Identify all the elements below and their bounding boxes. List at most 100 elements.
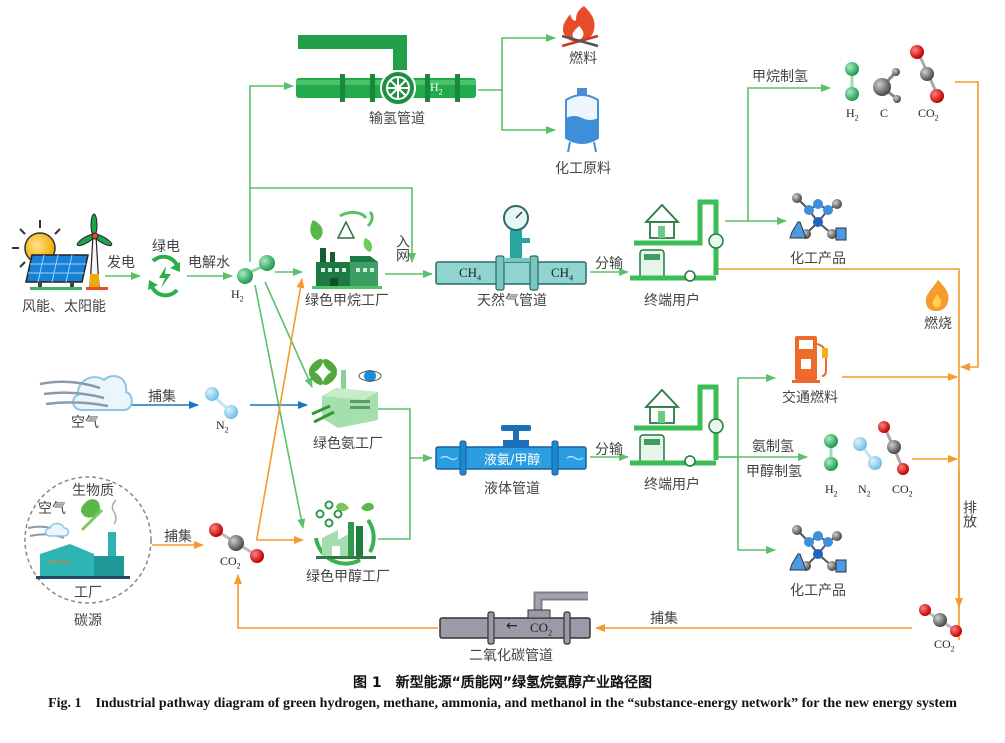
reform-h2-main: H bbox=[846, 106, 855, 120]
h2-sub: 2 bbox=[239, 294, 244, 304]
methanol-plant-label: 绿色甲醇工厂 bbox=[306, 569, 390, 585]
flow-user2-chem bbox=[737, 457, 776, 554]
crack-co2-label: CO2 bbox=[892, 482, 913, 498]
methanol-reforming-label: 甲醇制氢 bbox=[746, 464, 802, 480]
gas-pipeline-label: 天然气管道 bbox=[477, 293, 547, 309]
flow-h2-to-ammonia bbox=[264, 281, 313, 388]
fuel-fire-icon bbox=[561, 6, 599, 48]
co2-pipe-sub: 2 bbox=[548, 628, 553, 638]
methane-plant-label: 绿色甲烷工厂 bbox=[305, 293, 389, 309]
renewable-icon bbox=[12, 213, 113, 290]
chemical-tank-icon bbox=[565, 88, 599, 153]
reform-h2-label: H2 bbox=[846, 106, 859, 122]
chemical-feedstock-label: 化工原料 bbox=[555, 161, 611, 177]
crack-h2-label: H2 bbox=[825, 482, 838, 498]
cracking-products-icons bbox=[824, 421, 909, 475]
fuel-label: 燃料 bbox=[569, 51, 597, 67]
n2-sub: 2 bbox=[224, 425, 229, 435]
flow-co2-to-methanol bbox=[256, 536, 304, 544]
ch4-right-sub: 4 bbox=[569, 273, 574, 283]
h2-pipe-main: H bbox=[430, 80, 439, 94]
co2-pipeline-icon bbox=[439, 591, 591, 645]
reform-co2-label: CO2 bbox=[918, 106, 939, 122]
gas-pipe-right-text: CH4 bbox=[551, 265, 573, 283]
reforming-products-icons bbox=[845, 45, 944, 103]
crack-co2-sub: 2 bbox=[908, 489, 913, 499]
transport-fuel-label: 交通燃料 bbox=[782, 390, 838, 406]
liquid-distribute-label: 分输 bbox=[595, 442, 623, 458]
chemical-products-icon-2 bbox=[789, 525, 847, 573]
co2-pipe-text: CO2 bbox=[530, 620, 552, 638]
hydrogen-pipeline-label: 输氢管道 bbox=[369, 111, 425, 127]
capture-co2-label: 捕集 bbox=[164, 529, 192, 545]
crack-n2-main: N bbox=[858, 482, 867, 496]
h2-main: H bbox=[231, 287, 240, 301]
hydrogen-pipeline-icon bbox=[296, 35, 476, 106]
combustion-flame-icon bbox=[925, 280, 949, 311]
air-label: 空气 bbox=[71, 415, 99, 431]
flow-h2-to-pipeline bbox=[249, 82, 294, 262]
capture-back-label: 捕集 bbox=[650, 611, 678, 627]
emission-co2-label: CO2 bbox=[934, 637, 955, 653]
co2-molecule-icon bbox=[209, 523, 264, 563]
liquid-pipeline-icon bbox=[435, 425, 587, 476]
flow-ammonia-out bbox=[378, 408, 433, 462]
green-power-icon bbox=[148, 254, 180, 298]
emission-co2-main: CO bbox=[934, 637, 951, 651]
carbon-source-icon bbox=[24, 476, 152, 604]
methanol-plant-icon bbox=[314, 500, 376, 566]
flow-methanol-out bbox=[378, 458, 411, 540]
reform-h2-sub: 2 bbox=[854, 113, 859, 123]
natural-gas-pipeline-icon bbox=[435, 205, 587, 291]
emission-label: 排放 bbox=[961, 500, 977, 528]
crack-h2-sub: 2 bbox=[833, 489, 838, 499]
flow-h2pipe-split bbox=[478, 34, 556, 91]
n2-molecule-icon bbox=[205, 387, 238, 419]
electrolysis-label: 电解水 bbox=[188, 255, 230, 271]
transport-fuel-icon bbox=[792, 336, 828, 383]
crack-co2-main: CO bbox=[892, 482, 909, 496]
emission-co2-icon bbox=[919, 604, 962, 637]
ch4-left-main: CH bbox=[459, 265, 478, 280]
flow-h2pipe-chem bbox=[501, 90, 556, 134]
gas-distribute-label: 分输 bbox=[595, 256, 623, 272]
liquid-pipe-text: 液氨/甲醇 bbox=[484, 453, 541, 468]
ammonia-plant-label: 绿色氨工厂 bbox=[313, 436, 383, 452]
chemical-products-icon-1 bbox=[789, 193, 847, 241]
h2-source-label: H2 bbox=[231, 287, 244, 303]
methane-reforming-label: 甲烷制氢 bbox=[752, 69, 808, 85]
co2-main: CO bbox=[220, 554, 237, 568]
co2-sub: 2 bbox=[236, 561, 241, 571]
hydrogen-pipeline-text: H2 bbox=[430, 80, 443, 96]
flow-h2-to-grid bbox=[250, 187, 416, 263]
caption-english: Fig. 1 Industrial pathway diagram of gre… bbox=[48, 696, 957, 711]
carbon-source-title: 碳源 bbox=[74, 613, 102, 629]
renewable-label: 风能、太阳能 bbox=[22, 299, 106, 315]
air-cloud-icon bbox=[39, 375, 133, 411]
co2-source-label: CO2 bbox=[220, 554, 241, 570]
orange-flows bbox=[152, 81, 979, 640]
co2-pipe-arrow: ← bbox=[506, 618, 518, 634]
gas-pipe-left-text: CH4 bbox=[459, 265, 481, 283]
methane-plant-icon bbox=[310, 210, 382, 289]
co2-pipeline-label: 二氧化碳管道 bbox=[469, 648, 553, 664]
flow-co2-to-methane bbox=[256, 278, 305, 539]
combustion-label: 燃烧 bbox=[924, 316, 952, 332]
liquid-pipeline-label: 液体管道 bbox=[484, 481, 540, 497]
capture-n2-label: 捕集 bbox=[148, 389, 176, 405]
grid-entry-label: 入网 bbox=[394, 234, 410, 262]
generate-label: 发电 bbox=[107, 255, 135, 271]
flow-h2-to-methanol bbox=[254, 284, 306, 529]
carbon-factory-label: 工厂 bbox=[74, 585, 102, 601]
ch4-right-main: CH bbox=[551, 265, 570, 280]
reform-c-main: C bbox=[880, 106, 889, 120]
reform-co2-sub: 2 bbox=[934, 113, 939, 123]
crack-n2-label: N2 bbox=[858, 482, 871, 498]
end-user-icon-2 bbox=[630, 384, 724, 467]
green-power-label: 绿电 bbox=[152, 239, 180, 255]
end-user-label-2: 终端用户 bbox=[644, 477, 700, 493]
chemical-products-label-2: 化工产品 bbox=[790, 583, 846, 599]
end-user-icon-1 bbox=[630, 199, 724, 282]
ch4-left-sub: 4 bbox=[477, 273, 482, 283]
co2-pipe-main: CO bbox=[530, 620, 549, 635]
